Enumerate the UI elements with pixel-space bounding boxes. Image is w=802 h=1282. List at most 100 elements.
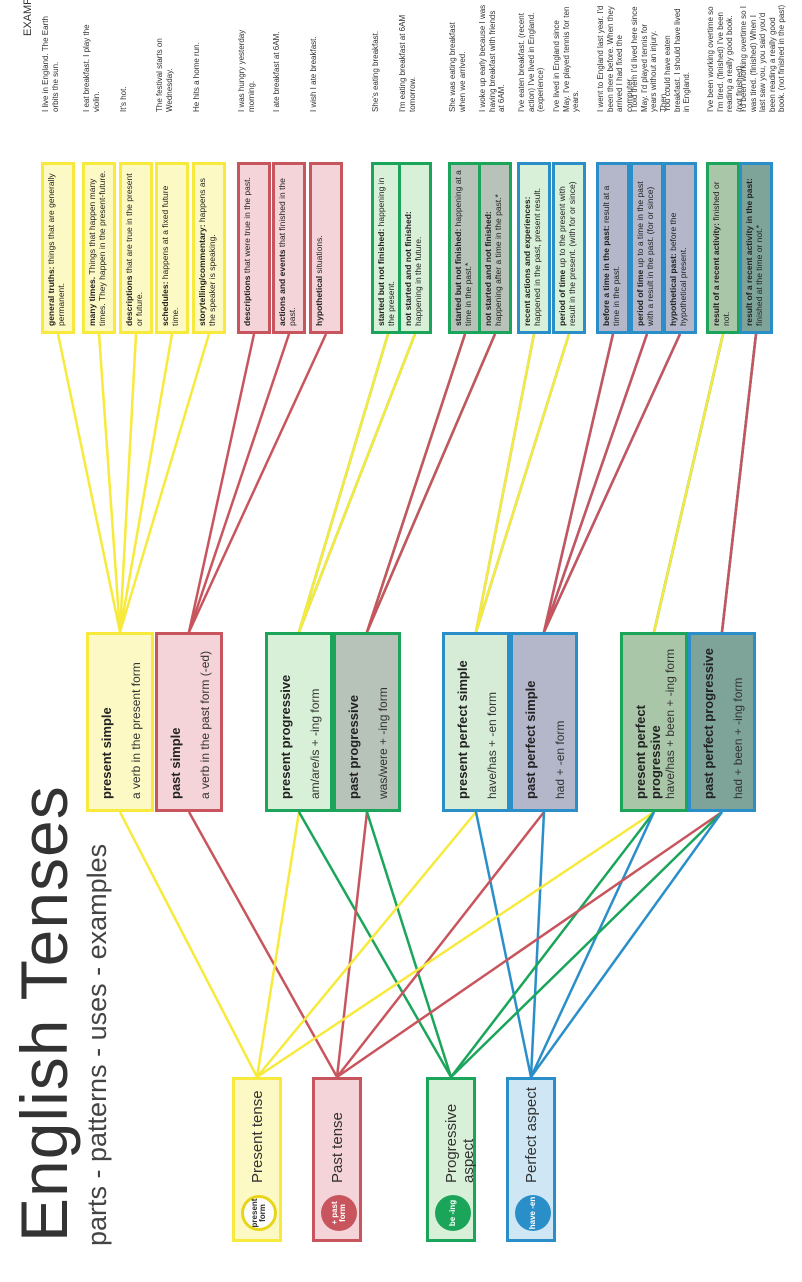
pattern-past-progressive: past progressive was/were + -ing form bbox=[333, 632, 401, 812]
use-key: before a time in the past: bbox=[601, 223, 611, 326]
pattern-present-perfect-simple: present perfect simple have/has + -en fo… bbox=[442, 632, 510, 812]
connector-line bbox=[542, 333, 615, 633]
use-text: that were true in the past. bbox=[242, 177, 252, 274]
use-key: not started and not finished: bbox=[403, 211, 413, 326]
pattern-name: past perfect progressive bbox=[701, 647, 716, 799]
example-text: I'm eating breakfast at 6AM tomorrow. bbox=[398, 14, 417, 112]
use-key: descriptions bbox=[124, 273, 134, 326]
use-key: actions and events bbox=[277, 247, 287, 326]
pattern-form: was/were + -ing form bbox=[376, 687, 390, 799]
example-text: I ate breakfast at 6AM. bbox=[272, 31, 281, 112]
use-box: recent actions and experiences: happened… bbox=[517, 162, 551, 334]
pattern-past-simple: past simple a verb in the past form (-ed… bbox=[155, 632, 223, 812]
pattern-name: present perfect progressive bbox=[633, 705, 663, 799]
connector-line bbox=[542, 333, 682, 633]
use-text: finished at the time or not.* bbox=[754, 224, 764, 326]
use-box: general truths: things that are generall… bbox=[41, 162, 75, 334]
category-label: Perfect aspect bbox=[523, 1087, 540, 1183]
pattern-form: a verb in the present form bbox=[129, 662, 143, 799]
connector-line bbox=[118, 811, 259, 1078]
use-box: hypothetical past: before the hypothetic… bbox=[663, 162, 697, 334]
category-past-tense: + past form Past tense bbox=[312, 1077, 362, 1242]
use-key: schedules: bbox=[160, 279, 170, 326]
use-box: descriptions that are true in the presen… bbox=[119, 162, 153, 334]
connector-line bbox=[187, 333, 256, 633]
use-key: storytelling/commentary: bbox=[197, 222, 207, 326]
example-text: I went to England last year. I'd been th… bbox=[596, 5, 634, 112]
use-text: happening after a time in the past.* bbox=[493, 194, 503, 326]
category-label: Present tense bbox=[249, 1090, 266, 1183]
pattern-past-perfect-progressive: past perfect progressive had + been + -i… bbox=[688, 632, 756, 812]
page-title: English Tenses bbox=[7, 785, 81, 1242]
example-text: She was eating breakfast when we arrived… bbox=[448, 22, 467, 112]
example-text: I've eaten breakfast. (recent action) I'… bbox=[517, 12, 545, 112]
pattern-past-perfect-simple: past perfect simple had + -en form bbox=[510, 632, 578, 812]
connector-line bbox=[365, 333, 497, 633]
category-label: Progressive aspect bbox=[443, 1103, 477, 1183]
connector-line bbox=[256, 811, 477, 1078]
connector-line bbox=[187, 811, 339, 1078]
example-text: I woke up early because I was having bre… bbox=[478, 4, 506, 112]
example-text: The festival starts on Wednesday. bbox=[155, 38, 174, 112]
connector-line bbox=[474, 333, 571, 633]
category-progressive-aspect: be -ing Progressive aspect bbox=[426, 1077, 477, 1242]
example-text: I'd been working overtime so I was tired… bbox=[739, 4, 786, 112]
example-text: She's eating breakfast. bbox=[371, 30, 380, 112]
pattern-form: had + been + -ing form bbox=[731, 677, 745, 799]
present-form-icon: present form bbox=[241, 1195, 277, 1231]
pattern-form: am/are/is + -ing form bbox=[308, 688, 322, 799]
use-box: storytelling/commentary: happens as the … bbox=[192, 162, 226, 334]
use-key: result of a recent activity: bbox=[711, 220, 721, 326]
connector-line bbox=[529, 811, 724, 1078]
use-box: schedules: happens at a fixed future tim… bbox=[155, 162, 189, 334]
use-key: result of a recent activity in the past: bbox=[744, 178, 754, 326]
connector-line bbox=[720, 333, 758, 633]
connector-line bbox=[365, 811, 453, 1078]
be-ing-icon: be -ing bbox=[435, 1195, 471, 1231]
use-box: not started and not finished: happening … bbox=[398, 162, 432, 334]
use-key: started but not finished: bbox=[376, 226, 386, 326]
use-key: many times. bbox=[87, 274, 97, 326]
connector-line bbox=[336, 811, 545, 1078]
use-key: descriptions bbox=[242, 273, 252, 326]
pattern-present-simple: present simple a verb in the present for… bbox=[86, 632, 154, 812]
use-box: actions and events that finished in the … bbox=[272, 162, 306, 334]
use-key: started but not finished: bbox=[453, 226, 463, 326]
use-text: happened in the past, present result. bbox=[532, 188, 542, 326]
example-text: I eat breakfast. I play the violin. bbox=[82, 24, 101, 112]
use-text: happening in the future. bbox=[413, 236, 423, 326]
connector-line bbox=[97, 333, 122, 633]
connector-line bbox=[529, 811, 546, 1078]
pattern-present-perfect-progressive: present perfect progressive have/has + b… bbox=[620, 632, 688, 812]
connector-line bbox=[450, 811, 723, 1078]
category-label: Past tense bbox=[329, 1112, 346, 1183]
use-key: general truths: bbox=[46, 264, 56, 326]
pattern-form: had + -en form bbox=[553, 720, 567, 799]
use-key: period of time bbox=[557, 267, 567, 326]
example-text: I've lived in England since May. I've pl… bbox=[552, 6, 580, 112]
connector-line bbox=[474, 333, 536, 633]
connector-line bbox=[297, 333, 390, 633]
connector-line bbox=[297, 811, 453, 1078]
pattern-name: past perfect simple bbox=[523, 680, 538, 800]
pattern-name: present progressive bbox=[278, 674, 293, 799]
past-form-icon: + past form bbox=[321, 1195, 357, 1231]
examples-header: EXAMPLES: bbox=[22, 0, 34, 36]
use-box: before a time in the past: result at a t… bbox=[596, 162, 630, 334]
pattern-form: have/has + been + -ing form bbox=[663, 648, 677, 799]
use-box: hypothetical situations. bbox=[309, 162, 343, 334]
use-box: period of time up to the present with re… bbox=[552, 162, 586, 334]
connector-line bbox=[118, 333, 138, 633]
category-present-tense: present form Present tense bbox=[232, 1077, 282, 1242]
pattern-name: past progressive bbox=[346, 694, 361, 799]
use-box: descriptions that were true in the past. bbox=[237, 162, 271, 334]
use-box: result of a recent activity: finished or… bbox=[706, 162, 740, 334]
connector-line bbox=[118, 333, 211, 633]
example-text: He hits a home run. bbox=[192, 42, 201, 112]
connector-line bbox=[187, 333, 291, 633]
connector-line bbox=[56, 333, 122, 633]
category-perfect-aspect: have -en Perfect aspect bbox=[506, 1077, 556, 1242]
use-box: many times. Things that happen many time… bbox=[82, 162, 116, 334]
